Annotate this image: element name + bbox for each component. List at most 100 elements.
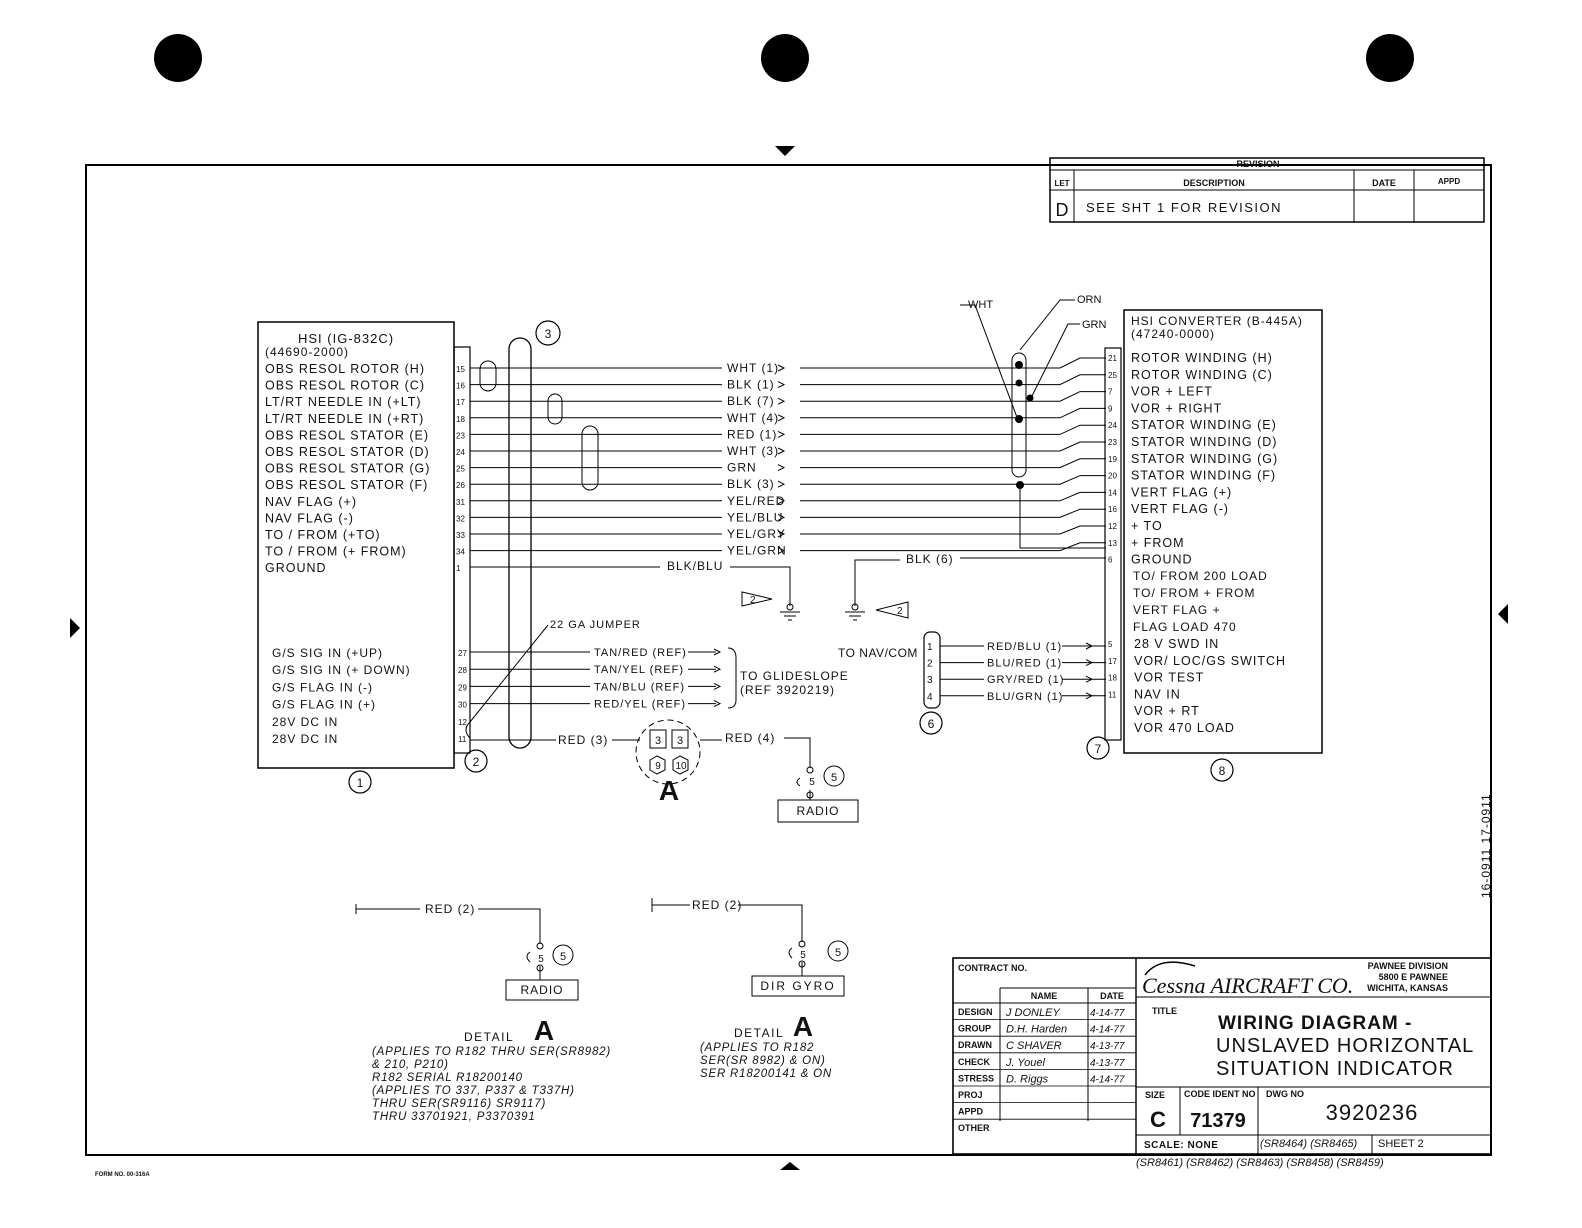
drawing-number: 3920236	[1326, 1100, 1419, 1125]
detail-fuse-ref-b: 5	[835, 947, 841, 959]
converter-lower-pin-label: NAV IN	[1134, 687, 1181, 701]
wire-arrow	[713, 700, 722, 708]
hsi-pin-label: GROUND	[265, 561, 327, 575]
punch-hole	[761, 34, 809, 82]
wire-arrow	[777, 530, 786, 538]
hsi-connector-strip	[453, 346, 471, 754]
hsi-pin-label: LT/RT NEEDLE IN (+LT)	[265, 395, 422, 409]
converter-unpinned-label: FLAG LOAD 470	[1133, 620, 1237, 634]
hsi-gs-pin-label: G/S SIG IN (+ DOWN)	[272, 663, 411, 677]
wire-arrow	[777, 464, 786, 472]
converter-connector-index-bubble	[1086, 736, 1110, 760]
wire-arrow	[713, 665, 722, 673]
wire-arrow	[1085, 692, 1094, 700]
converter-pin-number: 7	[1108, 388, 1113, 397]
converter-lower-pin-number: 18	[1108, 674, 1117, 683]
title-block-frame	[952, 957, 1492, 1155]
wire-arrow	[777, 513, 786, 521]
wire	[800, 542, 1106, 552]
center-mark-bottom	[780, 1162, 800, 1170]
plug-pin-1: 3	[655, 735, 661, 747]
revision-header: REVISION	[1236, 159, 1279, 169]
signature-name: J. Youel	[1005, 1057, 1045, 1069]
converter-pin-number: 23	[1108, 438, 1117, 447]
revision-description: SEE SHT 1 FOR REVISION	[1086, 200, 1282, 215]
hsi-pin-label: TO / FROM (+TO)	[265, 528, 381, 542]
converter-pin-label: ROTOR WINDING (C)	[1131, 368, 1273, 382]
detail-fuse-ref-bubble	[827, 940, 849, 962]
code-ident-label: CODE IDENT NO	[1184, 1089, 1256, 1099]
wire	[800, 508, 1106, 518]
detail-letter-b: A	[793, 1011, 813, 1042]
converter-lower-pin-label: VOR TEST	[1134, 671, 1204, 685]
hsi-pin-label: TO / FROM (+ FROM)	[265, 545, 407, 559]
hsi-gs-pin-label: 28V DC IN	[272, 732, 338, 746]
plug-pin-3: 9	[655, 761, 661, 772]
address-2: WICHITA, KANSAS	[1367, 983, 1448, 993]
converter-pin-label: + FROM	[1131, 536, 1185, 550]
glideslope-brace	[727, 647, 737, 709]
converter-pin-number: 24	[1108, 421, 1117, 430]
detail-fuse-terminal	[536, 942, 544, 950]
hsi-title: HSI (IG-832C)	[298, 331, 394, 346]
signature-date: 4-14-77	[1090, 1074, 1125, 1085]
wire-arrow	[713, 648, 722, 656]
size-label: SIZE	[1145, 1090, 1165, 1100]
fuse-terminal	[806, 791, 814, 799]
wire-arrow	[777, 447, 786, 455]
converter-lower-pin-number: 5	[1108, 640, 1113, 649]
detail-radio-label: RADIO	[520, 983, 563, 997]
sheet-number: SHEET 2	[1378, 1138, 1424, 1150]
orn-leader-label: ORN	[1077, 294, 1102, 306]
wire-label: BLK (1)	[727, 378, 775, 392]
signature-role: STRESS	[958, 1073, 994, 1083]
ground-ref-right: 2	[897, 606, 903, 617]
navcom-pin-number: 3	[927, 675, 933, 686]
glideslope-wire-label: TAN/RED (REF)	[594, 647, 687, 659]
wht-leader-label: WHT	[968, 299, 993, 311]
plug-detail-letter: A	[659, 775, 679, 806]
hsi-pin-number: 1	[456, 564, 461, 573]
navcom-wire-label: BLU/RED (1)	[987, 658, 1062, 670]
drawing-title-line-1: WIRING DIAGRAM -	[1218, 1013, 1412, 1034]
detail-notes-a: (APPLIES TO R182 THRU SER(SR8982)& 210, …	[372, 1046, 611, 1123]
effectivity-bottom: (SR8461) (SR8462) (SR8463) (SR8458) (SR8…	[1136, 1157, 1384, 1169]
revision-col-date: DATE	[1372, 178, 1396, 188]
hsi-pin-number: 16	[456, 382, 465, 391]
hsi-pin-number: 33	[456, 531, 465, 540]
size-value: C	[1150, 1107, 1166, 1132]
signature-role: PROJ	[958, 1090, 983, 1100]
hsi-gs-pin-number: 29	[458, 683, 467, 692]
signature-name: C SHAVER	[1006, 1040, 1062, 1052]
hsi-pin-label: OBS RESOL ROTOR (C)	[265, 379, 425, 393]
converter-lower-pin-label: VOR/ LOC/GS SWITCH	[1134, 654, 1286, 668]
hsi-pin-label: OBS RESOL STATOR (G)	[265, 462, 430, 476]
plug-pin-2: 3	[677, 735, 683, 747]
detail-note-line: & 210, P210)	[372, 1059, 449, 1071]
wire-arrow	[1085, 675, 1094, 683]
converter-connector-strip	[1104, 347, 1122, 741]
fuse-terminal	[806, 766, 814, 774]
converter-pin-label: + TO	[1131, 519, 1163, 533]
detail-word-b: DETAIL	[734, 1026, 784, 1040]
wire-arrow	[777, 547, 786, 555]
detail-note-line: (APPLIES TO R182 THRU SER(SR8982)	[372, 1046, 611, 1058]
effectivity-top: (SR8464) (SR8465)	[1260, 1138, 1358, 1150]
signature-name: D.H. Harden	[1006, 1024, 1067, 1036]
converter-pin-number: 13	[1108, 539, 1117, 548]
to-navcom: TO NAV/COM	[838, 646, 918, 660]
signature-role: OTHER	[958, 1123, 990, 1133]
signature-role: APPD	[958, 1107, 984, 1117]
drawing-border	[85, 164, 1492, 1156]
wire-label: WHT (4)	[727, 411, 779, 425]
shield-ovals	[479, 352, 1027, 491]
wire-label: GRN	[727, 461, 757, 475]
hsi-gs-pin-number: 30	[458, 701, 467, 710]
converter-pin-label: STATOR WINDING (D)	[1131, 435, 1277, 449]
detail-fuse-pin-b: 5	[800, 950, 806, 961]
hsi-pin-number: 15	[456, 365, 465, 374]
dwg-no-label: DWG NO	[1266, 1089, 1304, 1099]
detail-fuse-ref-bubble	[552, 944, 574, 966]
converter-lower-pin-number: 11	[1108, 690, 1117, 699]
